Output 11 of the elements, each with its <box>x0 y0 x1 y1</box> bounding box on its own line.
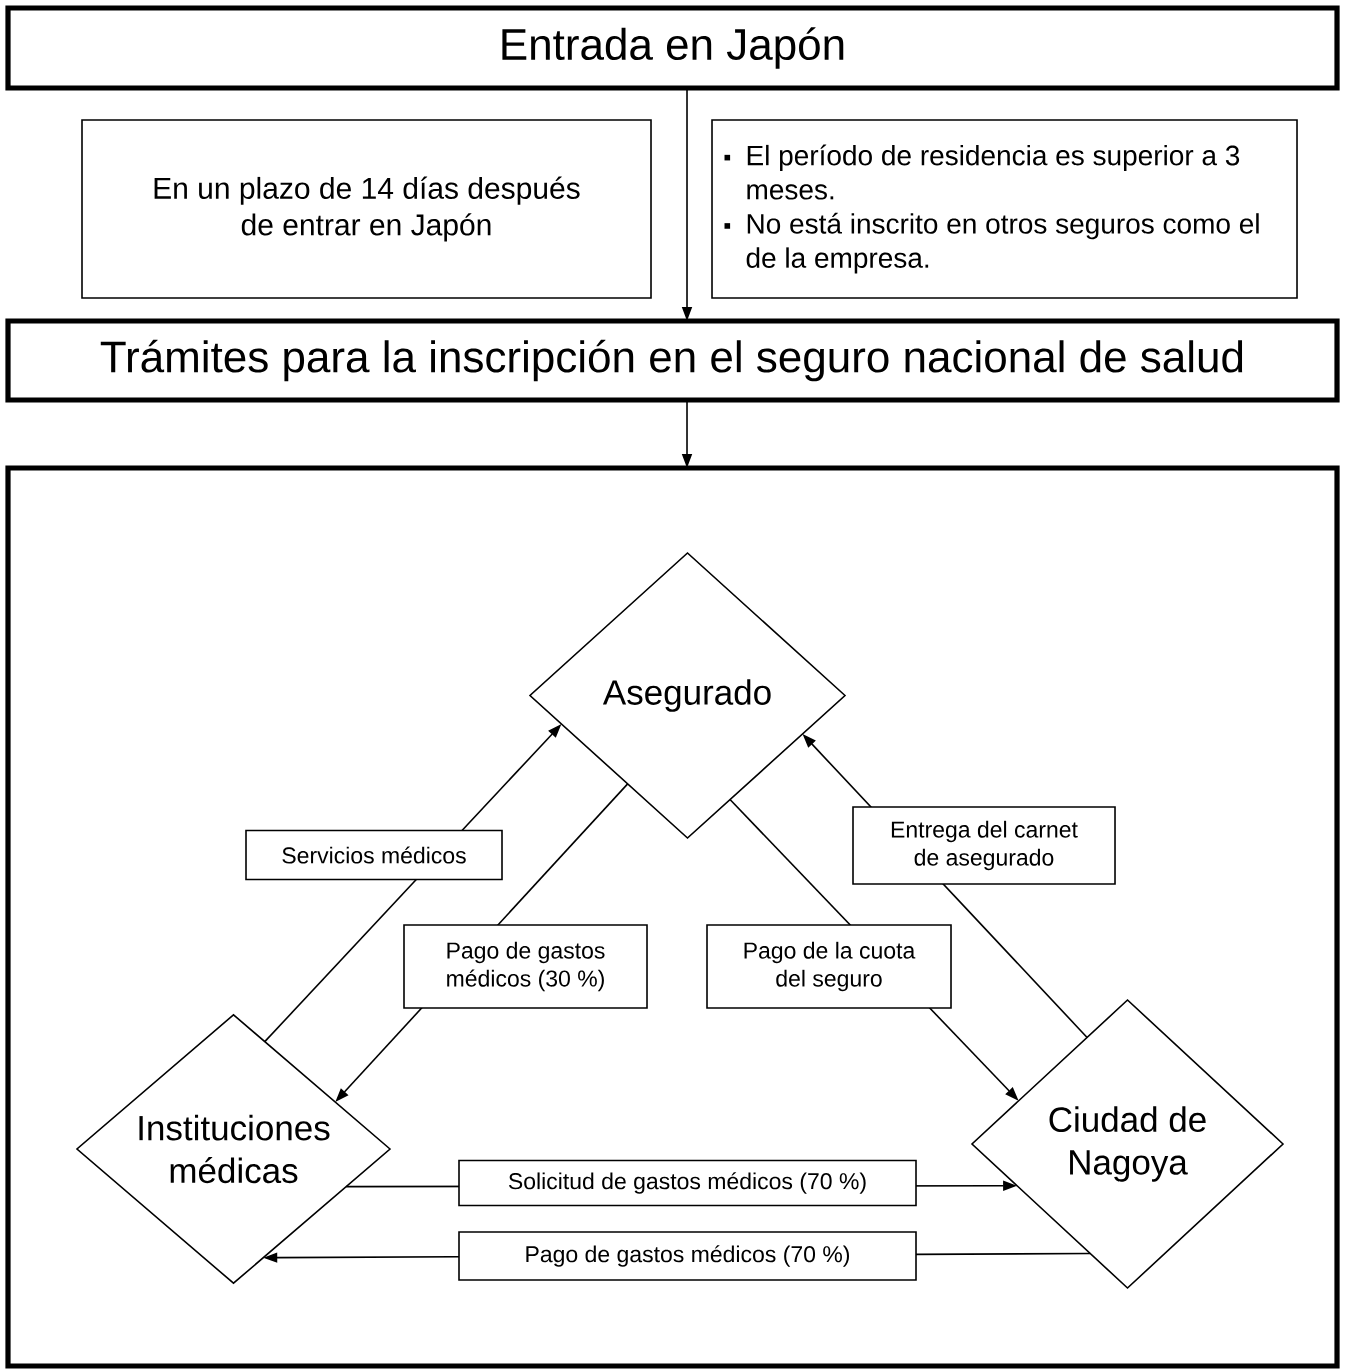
edge-label: Entrega del carnet de asegurado <box>852 806 1116 885</box>
title-box: Entrada en Japón <box>5 5 1340 91</box>
edge-label: Pago de la cuota del seguro <box>706 924 952 1009</box>
edge-label: Servicios médicos <box>245 829 503 881</box>
title-box: Trámites para la inscripción en el seguro nacional de salud <box>5 318 1340 403</box>
edge-label: Pago de gastos médicos (70 %) <box>458 1231 917 1281</box>
edge-label: Pago de gastos médicos (30 %) <box>403 924 648 1009</box>
note-box: En un plazo de 14 días después de entrar en Japón <box>81 119 652 299</box>
frame-box <box>5 465 1340 1369</box>
edge-label: Solicitud de gastos médicos (70 %) <box>458 1159 917 1207</box>
condition-box: El período de residencia es superior a 3 meses. No está inscrito en otros seguros como el de la empresa. <box>711 119 1298 299</box>
